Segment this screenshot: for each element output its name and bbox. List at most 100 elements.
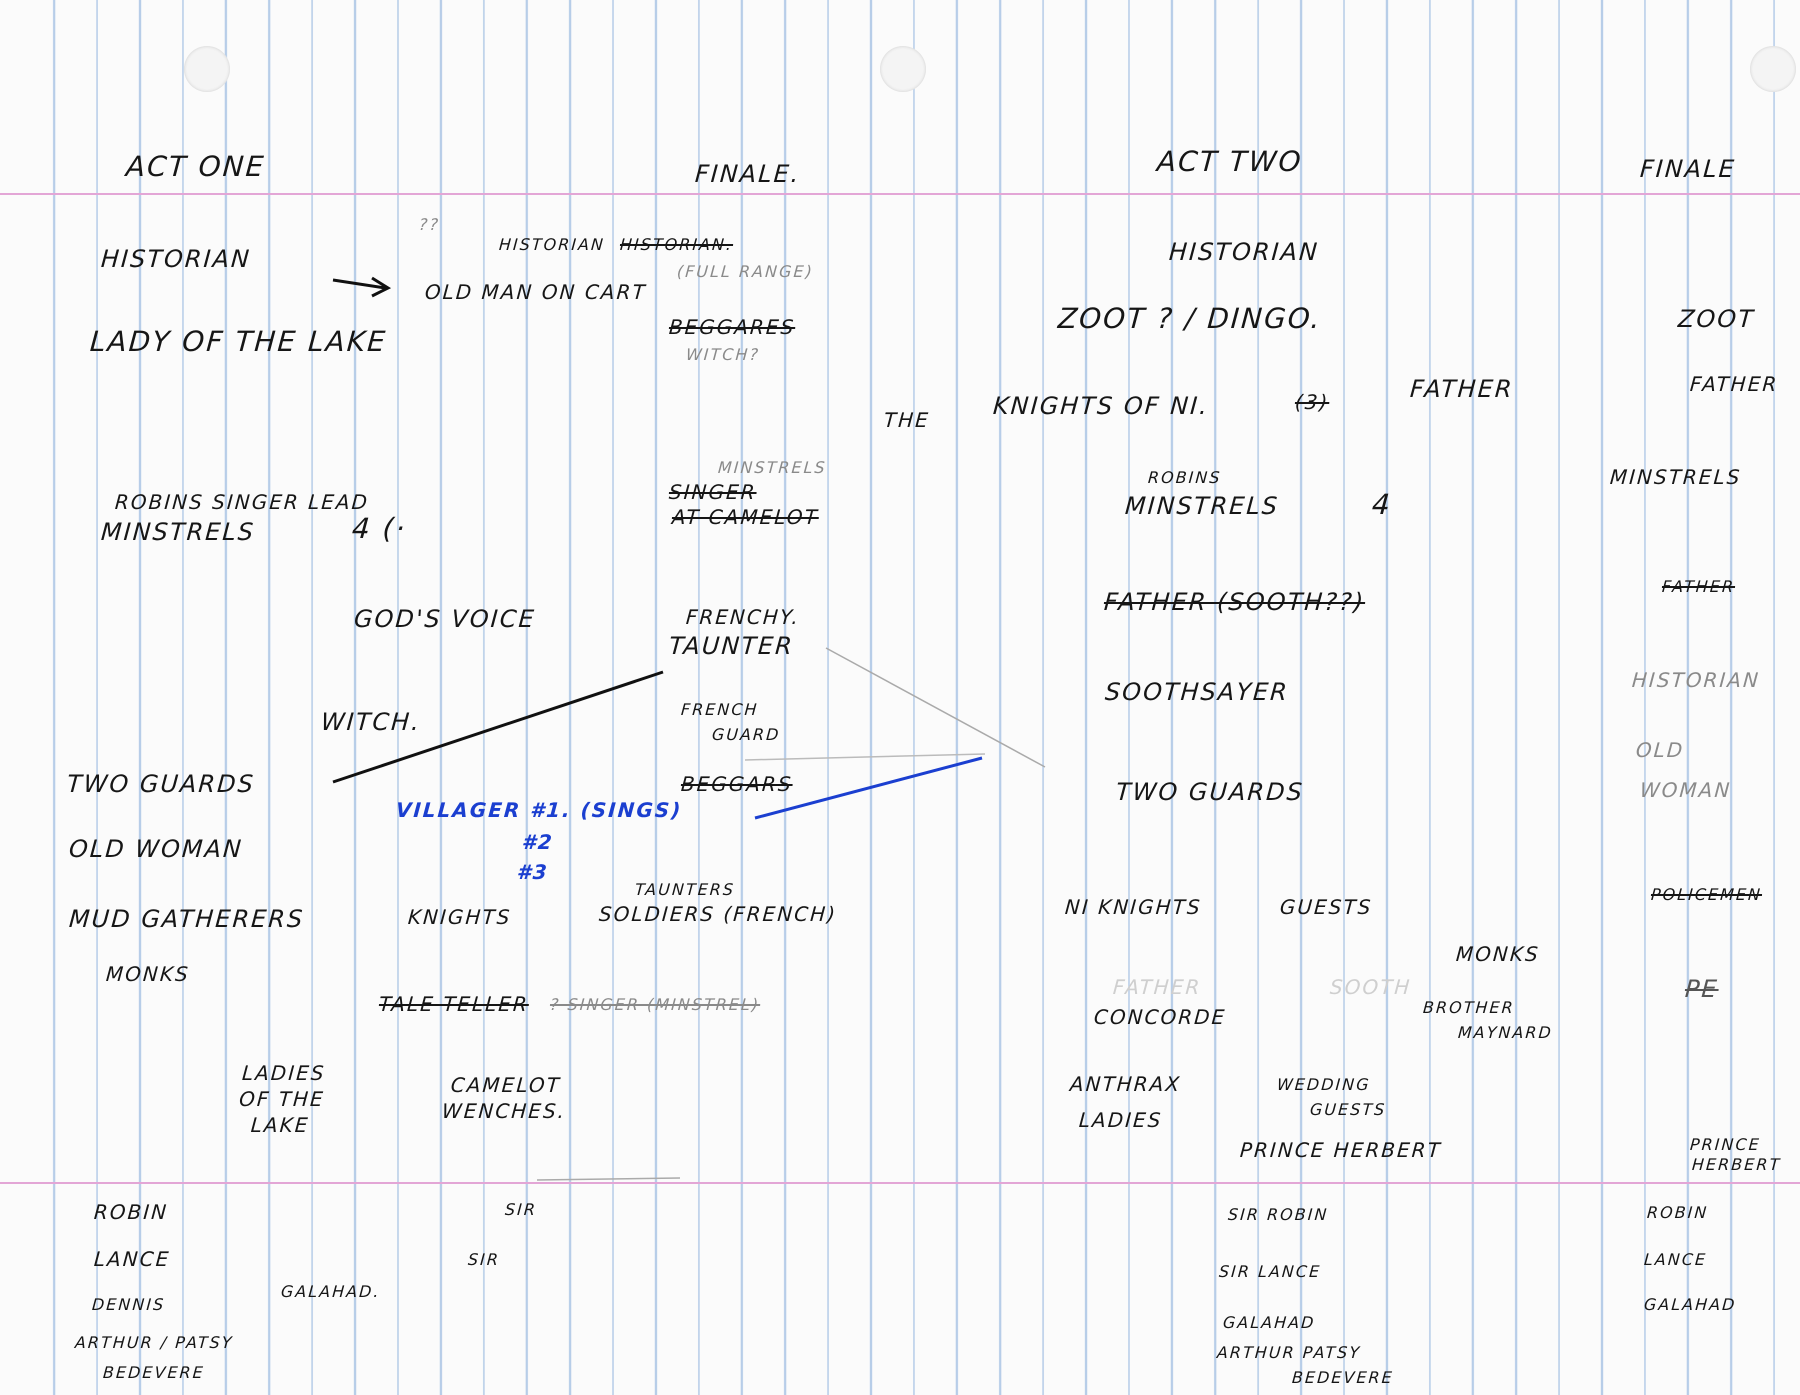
role: FATHER — [1409, 375, 1515, 403]
struck-role: AT CAMELOT — [671, 505, 820, 529]
struck-role: HISTORIAN. — [619, 235, 734, 254]
role: #2 — [521, 830, 555, 854]
knight: ARTHUR / PATSY — [74, 1333, 235, 1352]
struck-role: BEGGARES — [668, 315, 797, 339]
knight: DENNIS — [91, 1295, 166, 1314]
role: MONKS — [105, 962, 191, 986]
role: CONCORDE — [1093, 1005, 1228, 1029]
knight: ROBIN — [93, 1200, 170, 1224]
struck-annotation: (3) — [1294, 390, 1331, 414]
role: FRENCHY. — [685, 605, 801, 629]
role: MINSTRELS — [100, 518, 257, 546]
role: LADIES — [1078, 1108, 1164, 1132]
role: THE — [883, 408, 931, 432]
annotation: ?? — [418, 215, 441, 234]
bottom-margin-line — [0, 1182, 1800, 1184]
act-two-finale-heading: FINALE — [1639, 155, 1737, 183]
role: KNIGHTS — [407, 905, 513, 929]
role: HISTORIAN — [100, 245, 253, 273]
act-one-heading: ACT ONE — [124, 150, 267, 183]
role: ANTHRAX — [1069, 1072, 1183, 1096]
pencil-line — [744, 753, 986, 761]
role: PRINCE — [1689, 1135, 1762, 1154]
knight: LANCE — [93, 1247, 172, 1271]
role: SOOTHSAYER — [1104, 678, 1290, 706]
knight: SIR ROBIN — [1227, 1205, 1330, 1224]
role: BROTHER — [1422, 998, 1516, 1017]
struck-role: FATHER — [1661, 577, 1736, 596]
role: ZOOT — [1677, 305, 1756, 333]
role: TAUNTERS — [634, 880, 736, 899]
knight: GALAHAD — [1222, 1313, 1317, 1332]
knight: GALAHAD — [1643, 1295, 1738, 1314]
role: MINSTRELS — [1609, 465, 1743, 489]
top-margin-line — [0, 193, 1800, 195]
role: HISTORIAN — [1631, 668, 1761, 692]
role: LADY OF THE LAKE — [88, 325, 389, 358]
role: OLD — [1635, 738, 1686, 762]
annotation: (full range) — [676, 262, 815, 281]
knight: SIR — [467, 1250, 501, 1269]
role: MAYNARD — [1457, 1023, 1554, 1042]
knight: ROBIN — [1646, 1203, 1710, 1222]
knight: BEDEVERE — [102, 1363, 206, 1382]
erased-role: FATHER — [1112, 975, 1203, 999]
role: MONKS — [1455, 942, 1541, 966]
struck-role: POLICEMEN — [1650, 885, 1763, 904]
scribble: PE — [1684, 975, 1720, 1003]
role: GUESTS — [1279, 895, 1374, 919]
role: HISTORIAN — [1168, 238, 1321, 266]
struck-role: ? SINGER (MINSTREL) — [549, 995, 761, 1014]
role: HISTORIAN — [498, 235, 606, 254]
role: WEDDING — [1276, 1075, 1372, 1094]
pencil-line — [825, 647, 1046, 768]
role: ROBINS — [1147, 468, 1223, 487]
act-one-finale-heading: FINALE. — [694, 160, 802, 188]
role: OLD WOMAN — [68, 835, 245, 863]
annotation: Minstrels — [717, 458, 828, 477]
connector-line — [332, 670, 664, 784]
role: ZOOT ? / DINGO. — [1056, 302, 1323, 335]
role: OLD MAN ON CART — [424, 280, 648, 304]
knight: SIR — [504, 1200, 538, 1219]
pencil-line — [536, 1177, 681, 1181]
knight: BEDEVERE — [1291, 1368, 1395, 1387]
role: CAMELOT WENCHES. — [441, 1073, 567, 1123]
erased-role: SOOTH — [1329, 975, 1413, 999]
annotation: WITCH? — [685, 345, 761, 364]
role: WITCH. — [320, 708, 422, 736]
punch-hole — [184, 46, 230, 92]
count: 4 (· — [350, 512, 408, 545]
blue-connector-line — [754, 756, 983, 820]
role: ROBINS SINGER LEAD — [114, 490, 370, 514]
role: TWO GUARDS — [66, 770, 256, 798]
role: MINSTRELS — [1124, 492, 1281, 520]
knight: ARTHUR PATSY — [1216, 1343, 1362, 1362]
role: FRENCH — [680, 700, 760, 719]
role: PRINCE HERBERT — [1239, 1138, 1443, 1162]
role: GOD'S VOICE — [353, 605, 537, 633]
role: SOLDIERS (FRENCH) — [598, 902, 838, 926]
knight: SIR LANCE — [1218, 1262, 1322, 1281]
role: MUD GATHERERS — [68, 905, 306, 933]
role: GUARD — [711, 725, 782, 744]
struck-role: SINGER — [668, 480, 758, 504]
knight: LANCE — [1643, 1250, 1708, 1269]
knight: GALAHAD. — [280, 1282, 382, 1301]
role: KNIGHTS OF NI. — [992, 392, 1210, 420]
arrow-icon — [332, 276, 392, 298]
role: WOMAN — [1639, 778, 1733, 802]
struck-role: FATHER (SOOTH??) — [1103, 588, 1367, 616]
role: NI KNIGHTS — [1064, 895, 1203, 919]
struck-role: TALE TELLER — [378, 992, 530, 1016]
role: TAUNTER — [668, 632, 795, 660]
role: HERBERT — [1691, 1155, 1782, 1174]
role: GUESTS — [1309, 1100, 1387, 1119]
role: FATHER — [1689, 372, 1780, 396]
count: 4 — [1370, 488, 1393, 521]
punch-hole — [1750, 46, 1796, 92]
role: #3 — [516, 860, 550, 884]
role: TWO GUARDS — [1115, 778, 1305, 806]
role: VILLAGER #1. (SINGS) — [395, 798, 684, 822]
